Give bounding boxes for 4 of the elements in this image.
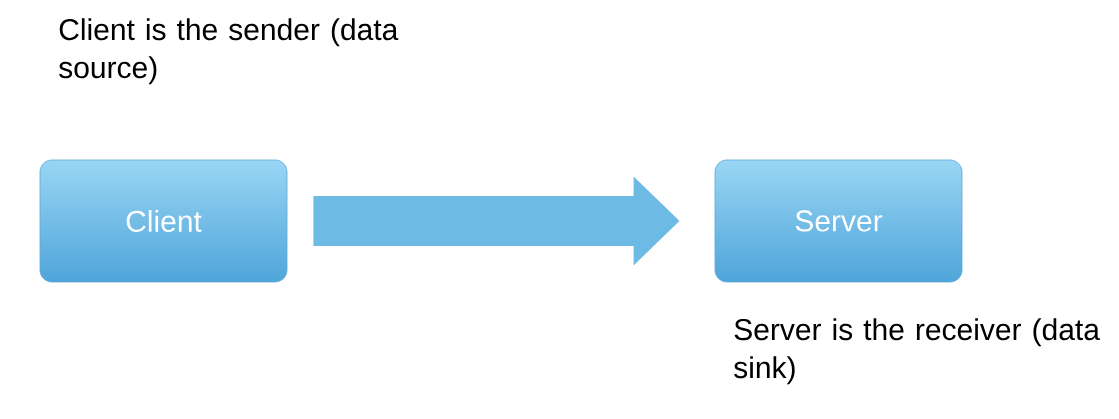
process-box: Client <box>39 159 288 283</box>
process-box: Server <box>714 159 963 283</box>
caption-text: Client is the sender (data source) <box>59 18 399 85</box>
caption-text: Server is the receiver (data sink) <box>734 318 1100 385</box>
